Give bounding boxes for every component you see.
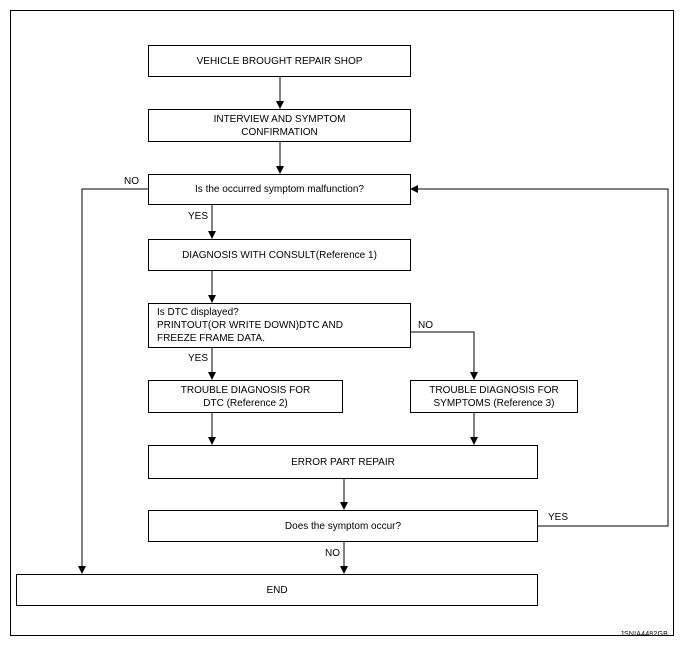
- box-vehicle-brought: VEHICLE BROUGHT REPAIR SHOP: [148, 45, 411, 77]
- box-symptom-occur: Does the symptom occur?: [148, 510, 538, 542]
- box-trouble-symptoms: TROUBLE DIAGNOSIS FOR SYMPTOMS (Referenc…: [410, 380, 578, 413]
- box-interview: INTERVIEW AND SYMPTOM CONFIRMATION: [148, 109, 411, 142]
- box-end-text: END: [266, 584, 288, 596]
- box-trouble-symptoms-text: TROUBLE DIAGNOSIS FOR SYMPTOMS (Referenc…: [429, 384, 559, 409]
- box-vehicle-brought-text: VEHICLE BROUGHT REPAIR SHOP: [196, 55, 363, 67]
- box-error-repair: ERROR PART REPAIR: [148, 445, 538, 479]
- arrow-b5-b7: [410, 331, 478, 380]
- box-dtc-question: Is DTC displayed? PRINTOUT(OR WRITE DOWN…: [148, 303, 411, 348]
- box-diagnosis-consult-text: DIAGNOSIS WITH CONSULT(Reference 1): [182, 249, 377, 261]
- box-interview-text: INTERVIEW AND SYMPTOM CONFIRMATION: [213, 113, 346, 138]
- label-yes-dtc: YES: [188, 353, 209, 364]
- box-trouble-dtc: TROUBLE DIAGNOSIS FOR DTC (Reference 2): [148, 380, 343, 413]
- diagram-frame: [10, 10, 674, 636]
- arrow-yes-loop: [410, 185, 669, 527]
- box-trouble-dtc-text: TROUBLE DIAGNOSIS FOR DTC (Reference 2): [180, 384, 311, 409]
- label-no-symptom: NO: [124, 176, 139, 187]
- box-dtc-question-text: Is DTC displayed? PRINTOUT(OR WRITE DOWN…: [157, 307, 343, 344]
- box-symptom-question: Is the occurred symptom malfunction?: [148, 174, 411, 205]
- label-yes-occur: YES: [548, 512, 569, 523]
- box-symptom-occur-text: Does the symptom occur?: [284, 520, 402, 532]
- figure-code: JSNIA4482GB: [620, 631, 668, 638]
- box-end: END: [16, 574, 538, 606]
- box-symptom-question-text: Is the occurred symptom malfunction?: [195, 184, 364, 195]
- label-no-dtc: NO: [418, 320, 433, 331]
- arrow-no-end: [78, 188, 148, 574]
- label-no-occur: NO: [325, 548, 340, 559]
- box-diagnosis-consult: DIAGNOSIS WITH CONSULT(Reference 1): [148, 239, 411, 271]
- box-error-repair-text: ERROR PART REPAIR: [291, 456, 395, 468]
- label-yes-symptom: YES: [188, 211, 209, 222]
